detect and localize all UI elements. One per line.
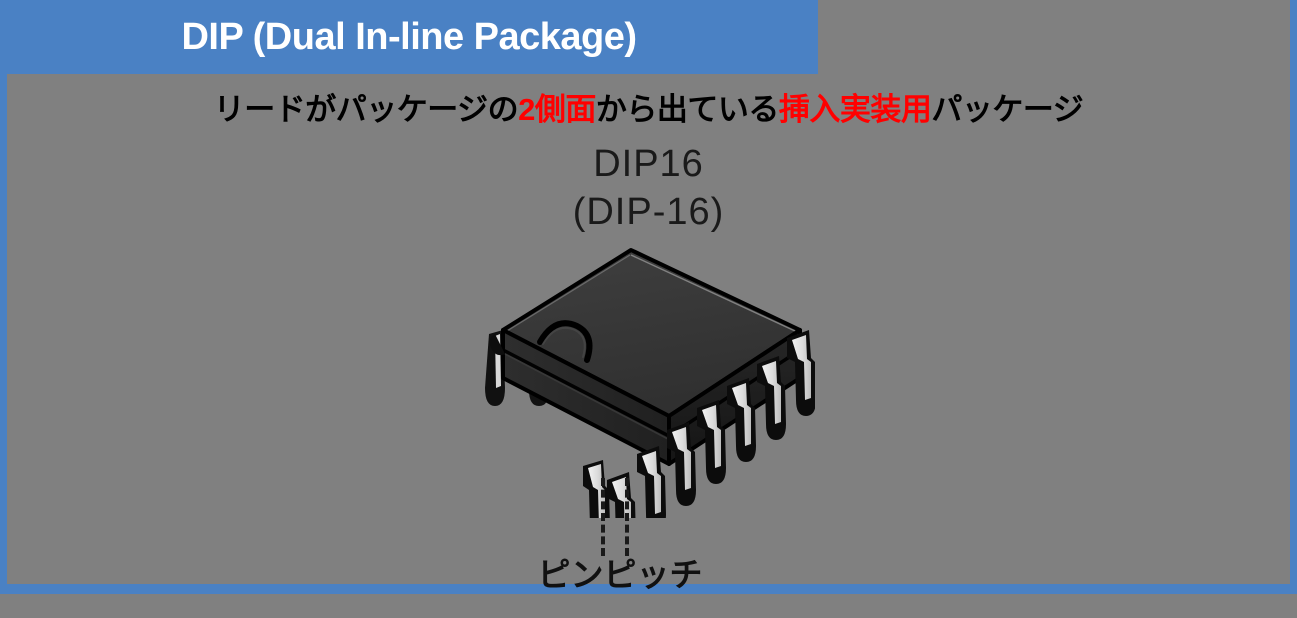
pin-pitch-leader-line-left xyxy=(601,478,605,556)
pin-front-1 xyxy=(583,460,610,542)
dip16-chip-svg xyxy=(485,248,816,554)
subtitle-part-1: リードがパッケージの xyxy=(213,92,519,127)
subtitle-highlight-1: 2側面 xyxy=(518,92,596,127)
part-name-line-2: (DIP-16) xyxy=(572,191,725,233)
dip16-chip-illustration xyxy=(455,238,816,554)
pin-front-5 xyxy=(697,400,726,484)
pin-front-2 xyxy=(607,472,636,554)
pin-front-6 xyxy=(727,378,756,462)
pin-front-8 xyxy=(787,330,816,416)
pin-front-3 xyxy=(637,446,666,530)
pin-pitch-leader-line-right xyxy=(625,478,629,556)
pin-front-4 xyxy=(667,422,696,506)
pin-pitch-label: ピンピッチ xyxy=(537,556,703,593)
part-name-line-1: DIP16 xyxy=(593,143,704,185)
frame-border-left xyxy=(0,0,7,591)
frame-border-bottom xyxy=(0,584,1297,594)
pin-front-7 xyxy=(757,356,786,440)
page-title: DIP (Dual In-line Package) xyxy=(181,15,637,58)
subtitle-line: リードがパッケージの2側面から出ている挿入実装用パッケージ xyxy=(0,84,1297,129)
subtitle-highlight-2: 挿入実装用 xyxy=(778,92,932,127)
frame-border-right xyxy=(1290,0,1297,591)
title-banner: DIP (Dual In-line Package) xyxy=(0,0,818,74)
subtitle-part-2: から出ている xyxy=(595,92,780,127)
subtitle-part-3: パッケージ xyxy=(931,92,1084,127)
part-name-label: DIP16 (DIP-16) xyxy=(0,140,1297,236)
